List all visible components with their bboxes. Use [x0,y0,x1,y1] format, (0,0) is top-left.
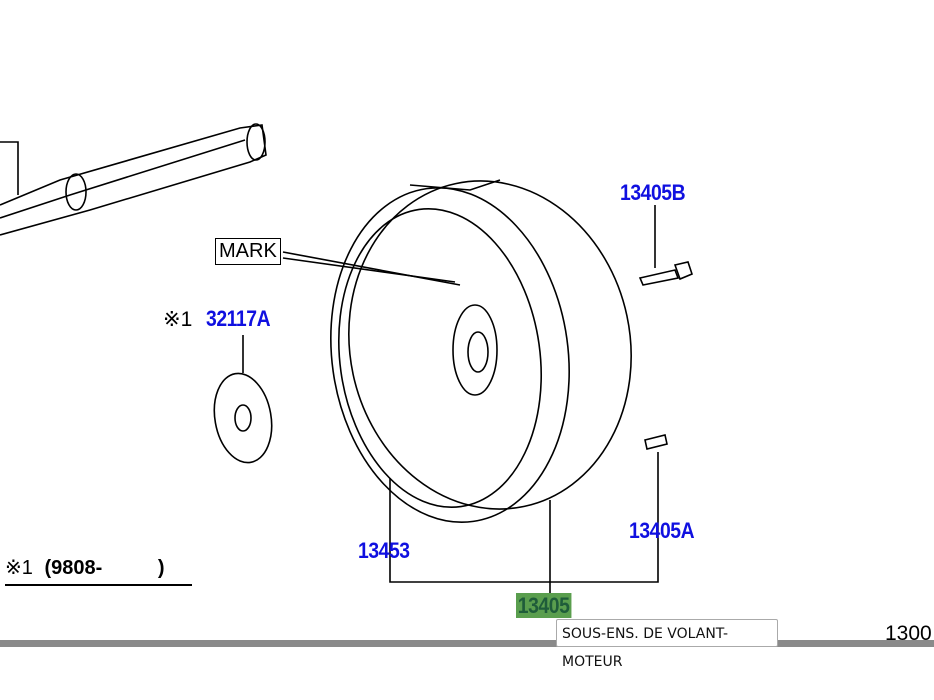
callout-13405-highlighted[interactable]: 13405 [516,593,572,619]
flywheel-diagram [0,123,693,596]
flywheel-drawing [330,179,632,523]
part-tooltip: SOUS-ENS. DE VOLANT-MOTEUR [556,619,778,670]
partial-callout: 1300 [885,622,932,645]
footnote-symbol: ※1 [5,557,33,579]
leader-lines [5,251,659,596]
plate-drawing [213,335,273,464]
bolt-drawing [638,205,693,286]
callout-13405-text: 13405 [516,593,572,618]
footnote-close: ) [157,557,165,579]
footnote: ※1 (9808- ) [5,555,165,580]
callout-32117a[interactable]: 32117A [206,306,271,331]
callout-13453[interactable]: 13453 [358,538,410,563]
horizontal-scrollbar[interactable] [0,640,934,647]
footnote-range: (9808- [44,557,103,579]
plate-note-symbol: ※1 [163,308,193,331]
crankshaft-drawing [0,123,267,236]
callout-13405b[interactable]: 13405B [620,180,686,205]
mark-label: MARK [215,238,281,265]
pin-drawing [644,434,668,450]
callout-13405a[interactable]: 13405A [629,518,695,543]
